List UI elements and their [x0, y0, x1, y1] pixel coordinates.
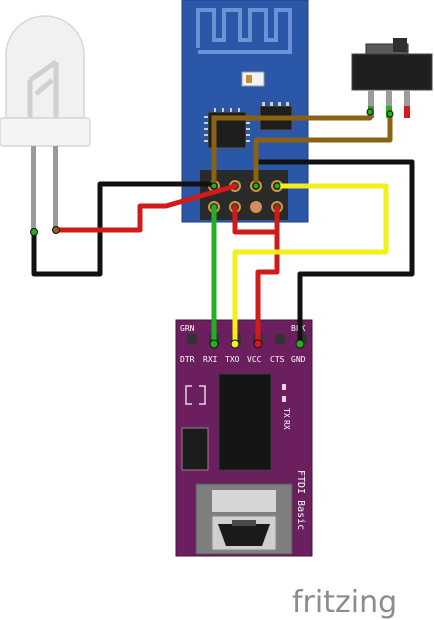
ftdi-basic-board: GRN BLK DTR RXI TXO VCC CTS GND TX RX FT…	[175, 319, 313, 557]
wire-brown-gpio-2	[253, 109, 393, 189]
ftdi-pin-label-cts: CTS	[270, 355, 285, 364]
esp-smd-component	[241, 71, 265, 87]
led-leg-cathode	[53, 146, 58, 230]
ftdi-chip	[218, 373, 272, 471]
ftdi-label-grn: GRN	[180, 324, 195, 333]
esp8266-module	[181, 0, 309, 223]
ftdi-jumper-outline	[185, 385, 206, 405]
wires	[31, 107, 415, 347]
ftdi-title-label: FTDI Basic	[295, 470, 306, 530]
wire-red-vcc	[53, 183, 238, 233]
ftdi-pin-label-dtr: DTR	[180, 355, 195, 364]
switch-knob	[393, 38, 407, 52]
ftdi-pin-label-gnd: GND	[291, 355, 306, 364]
slide-switch	[351, 38, 433, 118]
fritzing-watermark: fritzing	[292, 585, 397, 620]
ftdi-regulator	[181, 427, 209, 471]
led-label-rx: RX	[282, 420, 291, 430]
wire-yellow-tx	[232, 183, 389, 347]
ftdi-pin-label-rxi: RXI	[203, 355, 218, 364]
mini-usb-connector	[195, 483, 293, 555]
tx-rx-leds	[282, 384, 286, 402]
led-die-icon	[27, 59, 59, 118]
ftdi-pin-label-txo: TXO	[225, 355, 240, 364]
wire-ends	[30, 108, 394, 349]
led-label-tx: TX	[282, 408, 291, 418]
antenna-trace	[196, 8, 292, 54]
led-leg-anode	[31, 146, 36, 234]
ftdi-pin-label-vcc: VCC	[247, 355, 262, 364]
led	[0, 15, 91, 234]
